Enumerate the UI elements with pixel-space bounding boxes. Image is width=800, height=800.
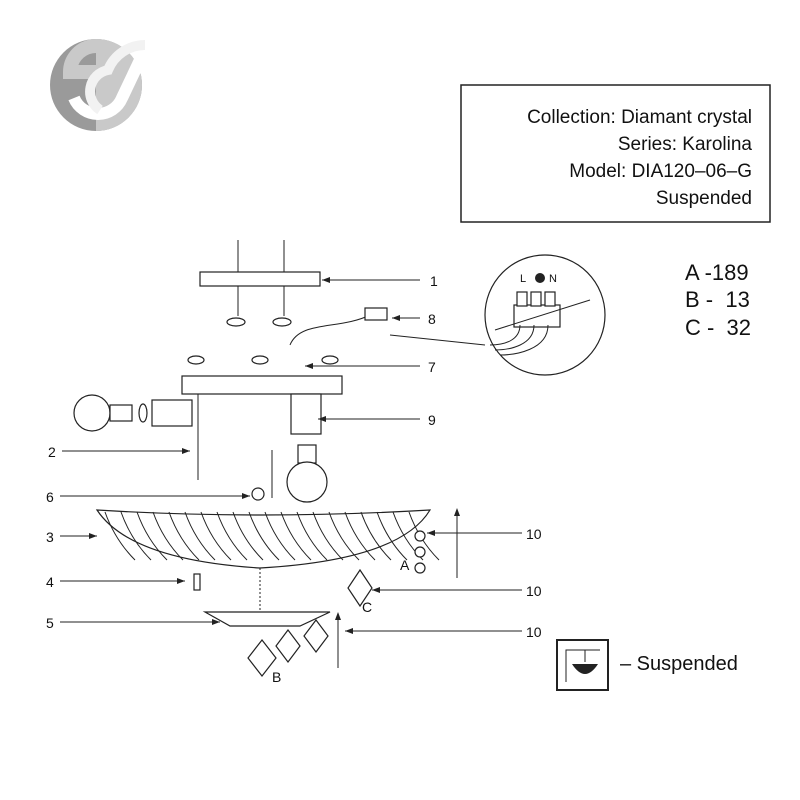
bulb-icon [73,394,111,432]
arrowhead [427,530,435,536]
wiring-detail: L N [484,254,606,376]
callout-4: 4 [46,574,54,590]
lamp-holder [151,399,193,427]
parts-list-b: B - 13 [685,287,750,312]
callout-10b: 10 [526,624,542,640]
crystal-label-c: C [362,599,372,615]
arrowhead [392,315,400,321]
brand-logo [50,39,146,131]
arrowhead [177,578,185,584]
terminal-block [364,307,388,321]
model-text: Model: DIA120–06–G [569,161,752,182]
arrowhead [318,416,326,422]
lamp-holder [290,393,322,435]
callout-10c: 10 [526,583,542,599]
hook [193,573,201,591]
bulb-icon [286,461,328,503]
callout-9: 9 [428,412,436,428]
canopy-plate [181,375,343,395]
terminal-label-n: N [549,273,557,285]
callout-2: 2 [48,444,56,460]
arrowhead [372,587,380,593]
arrowhead [182,448,190,454]
collection-text: Collection: Diamant crystal [527,107,752,128]
info-box [460,84,771,223]
legend-text: – Suspended [620,653,738,675]
terminal-label-l: L [520,273,526,285]
series-text: Series: Karolina [618,134,753,155]
crystal-drops [247,530,426,677]
bottom-plate [202,611,331,627]
arrowhead [89,533,97,539]
arrowhead [305,363,313,369]
callout-10a: 10 [526,526,542,542]
callout-3: 3 [46,529,54,545]
type-text: Suspended [656,188,752,209]
ceiling-bracket [199,240,321,327]
arrowhead [322,277,330,283]
arrowhead [242,493,250,499]
callout-8: 8 [428,311,436,327]
crystal-label-a: A [400,557,410,573]
arrowhead [212,619,220,625]
parts-list-a: A -189 [685,260,749,285]
callout-6: 6 [46,489,54,505]
callout-5: 5 [46,615,54,631]
parts-list-c: C - 32 [685,315,751,340]
arrowhead [345,628,353,634]
ground-icon [535,273,545,283]
crystal-label-b: B [272,669,281,685]
callout-1: 1 [430,273,438,289]
crystal-bowl [95,509,440,569]
suspended-icon [556,639,609,691]
callout-7: 7 [428,359,436,375]
